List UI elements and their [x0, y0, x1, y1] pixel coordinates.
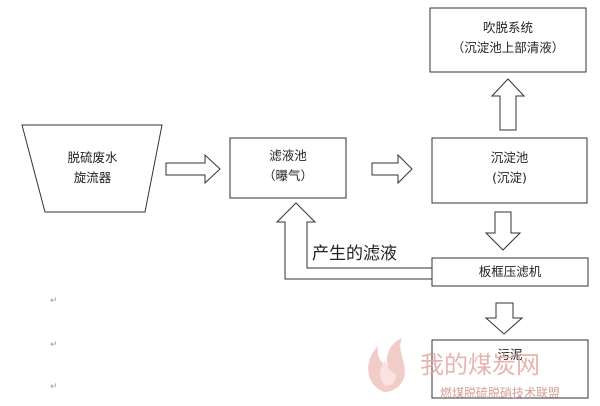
source-hopper-shape	[21, 124, 163, 213]
return-filtrate-label: 产生的滤液	[312, 244, 397, 264]
arrow-press-to-sludge	[484, 302, 524, 335]
source-tank-label: 脱硫废水 旋流器	[45, 148, 140, 188]
stripping-system-label: 吹脱系统 （沉淀池上部清液）	[430, 18, 586, 58]
filter-press-box	[431, 257, 589, 287]
watermark-site: 我的煤炭网	[420, 351, 540, 379]
arrow-filtrate-to-settling	[371, 153, 413, 185]
flame-logo	[368, 338, 405, 392]
paragraph-mark: ↵	[50, 296, 58, 306]
arrow-hopper-to-filtrate	[165, 153, 221, 185]
stripping-system-box	[429, 7, 587, 73]
arrow-settling-to-press	[484, 211, 522, 251]
paragraph-mark: ↵	[50, 382, 58, 392]
source-tank-line2: 旋流器	[73, 170, 112, 185]
filter-press-label: 板框压滤机	[478, 264, 542, 279]
sludge-label: 污泥	[497, 347, 523, 362]
settling-tank-line2: (沉淀)	[492, 170, 527, 185]
settling-tank-label: 沉淀池 (沉淀)	[432, 148, 587, 188]
stripping-system-line2: （沉淀池上部清液）	[451, 40, 565, 55]
settling-tank-line1: 沉淀池	[490, 150, 529, 165]
sludge-box	[431, 339, 589, 399]
stripping-system-line1: 吹脱系统	[482, 20, 533, 35]
filtrate-tank-box	[229, 137, 347, 199]
paragraph-mark: ↵	[50, 340, 58, 350]
watermark-alliance: 燃煤脱硫脱硝技术联盟	[440, 386, 561, 400]
source-tank-line1: 脱硫废水	[67, 150, 118, 165]
settling-tank-box	[431, 137, 588, 204]
filtrate-tank-label: 滤液池 （曝气）	[230, 146, 346, 186]
filtrate-tank-line1: 滤液池	[269, 148, 307, 163]
arrow-filtrate-return	[275, 202, 433, 280]
arrow-settling-to-stripping	[490, 78, 526, 131]
filtrate-tank-line2: （曝气）	[262, 168, 313, 183]
